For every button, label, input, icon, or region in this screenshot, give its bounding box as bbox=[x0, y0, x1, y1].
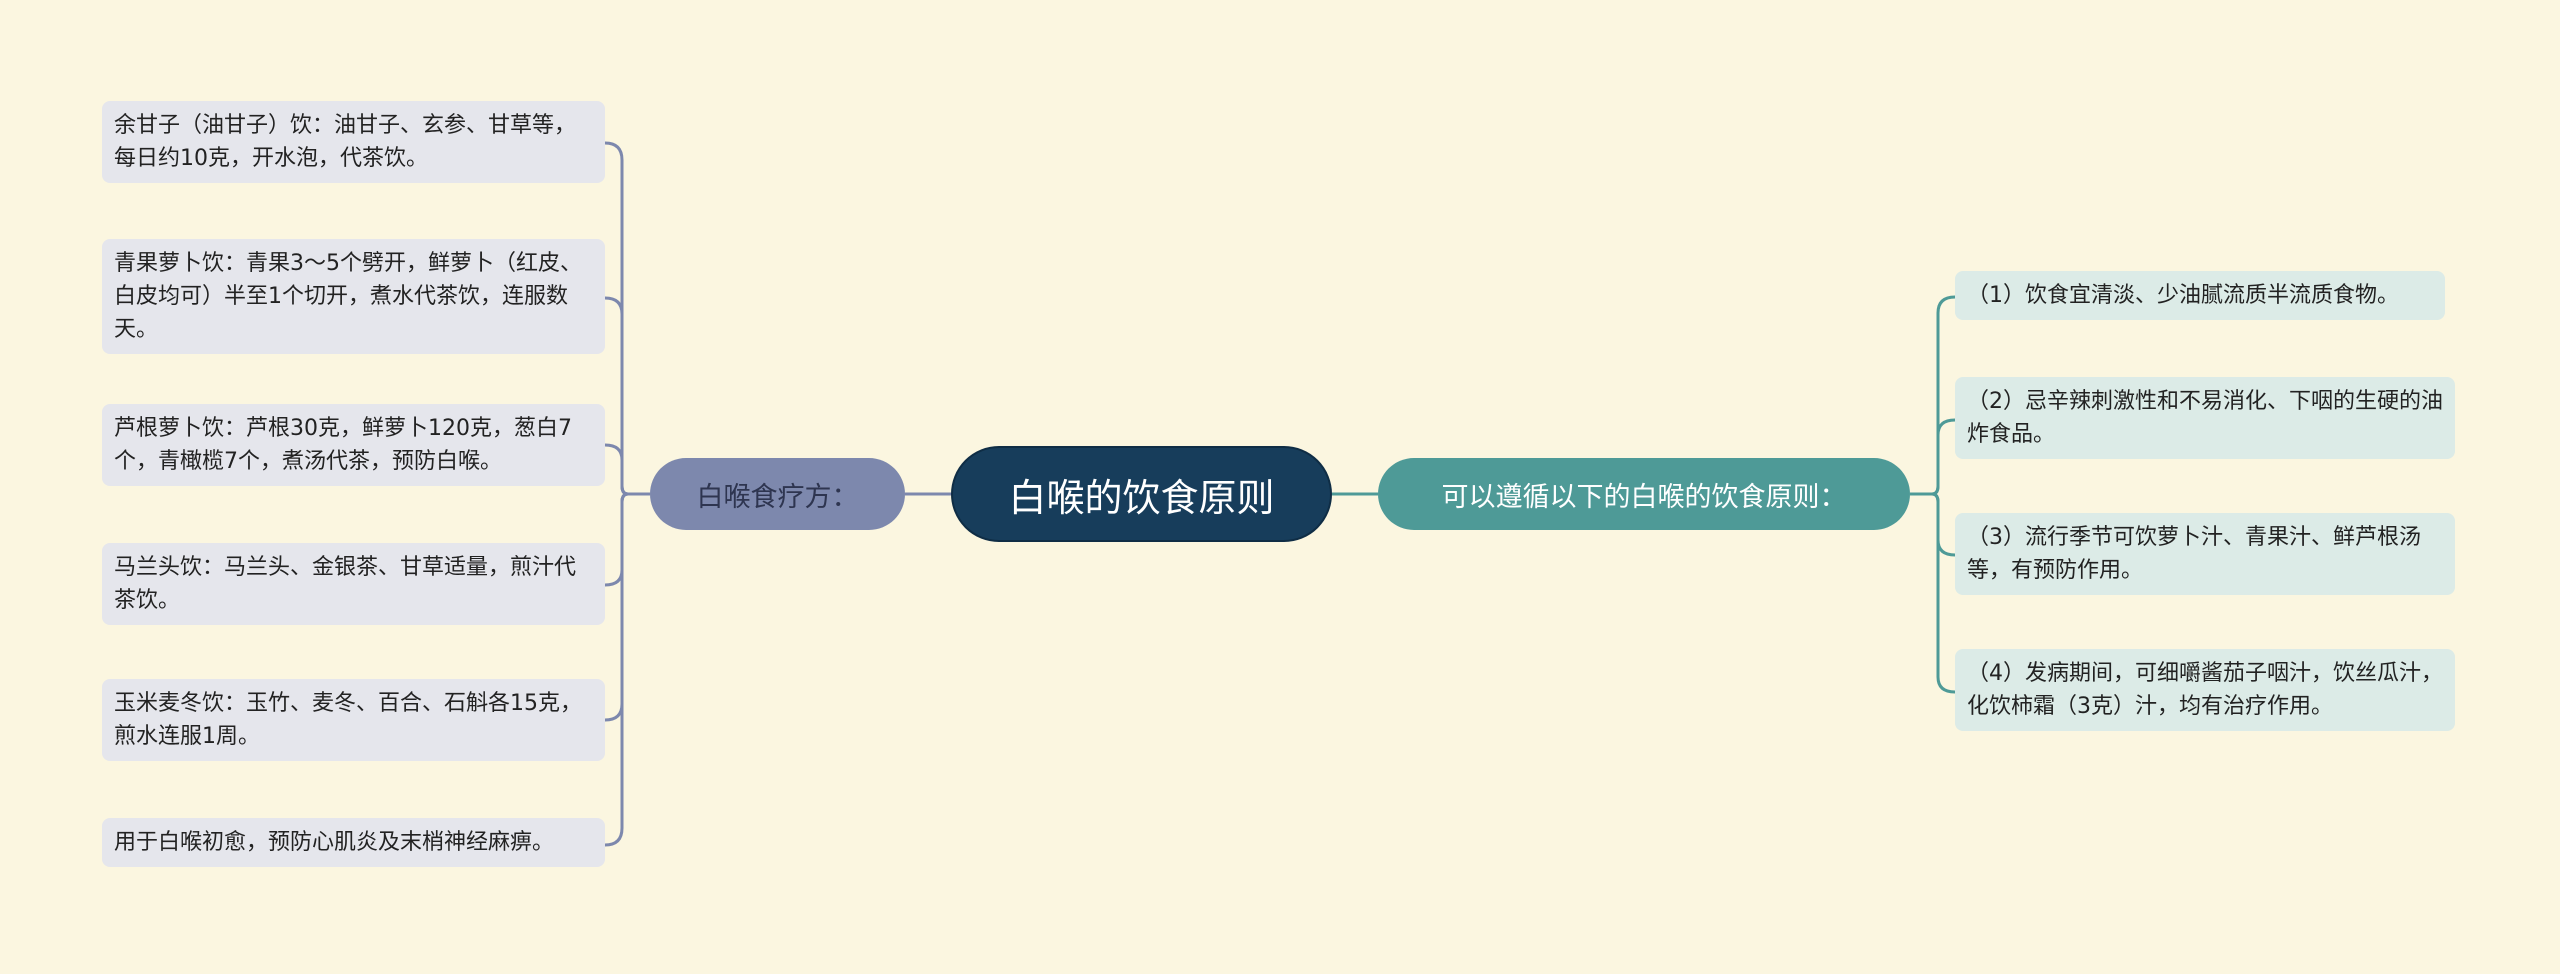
leaf-node[interactable]: 芦根萝卜饮：芦根30克，鲜萝卜120克，葱白7个，青橄榄7个，煮汤代茶，预防白喉… bbox=[102, 404, 605, 486]
root-node[interactable]: 白喉的饮食原则 bbox=[951, 446, 1332, 542]
leaf-node[interactable]: （4）发病期间，可细嚼酱茄子咽汁，饮丝瓜汁，化饮柿霜（3克）汁，均有治疗作用。 bbox=[1955, 649, 2455, 731]
leaf-node[interactable]: （2）忌辛辣刺激性和不易消化、下咽的生硬的油炸食品。 bbox=[1955, 377, 2455, 459]
leaf-text: 余甘子（油甘子）饮：油甘子、玄参、甘草等，每日约10克，开水泡，代茶饮。 bbox=[114, 113, 577, 171]
edge-left-leaf-4 bbox=[604, 492, 650, 587]
leaf-text: 玉米麦冬饮：玉竹、麦冬、百合、石斛各15克，煎水连服1周。 bbox=[114, 691, 582, 749]
edge-left-leaf-2 bbox=[604, 296, 650, 496]
leaf-text: 用于白喉初愈，预防心肌炎及末梢神经麻痹。 bbox=[114, 830, 555, 855]
edge-right-leaf-2 bbox=[1910, 418, 1956, 496]
edge-left-leaf-1 bbox=[604, 141, 650, 496]
branch-node-diet-remedies[interactable]: 白喉食疗方： bbox=[650, 458, 905, 530]
leaf-text: （2）忌辛辣刺激性和不易消化、下咽的生硬的油炸食品。 bbox=[1967, 389, 2443, 447]
leaf-text: 马兰头饮：马兰头、金银茶、甘草适量，煎汁代茶饮。 bbox=[114, 555, 577, 613]
leaf-node[interactable]: 玉米麦冬饮：玉竹、麦冬、百合、石斛各15克，煎水连服1周。 bbox=[102, 679, 605, 761]
leaf-text: （3）流行季节可饮萝卜汁、青果汁、鲜芦根汤等，有预防作用。 bbox=[1967, 525, 2421, 583]
branch-label: 可以遵循以下的白喉的饮食原则： bbox=[1441, 481, 1847, 513]
leaf-text: （1）饮食宜清淡、少油腻流质半流质食物。 bbox=[1967, 283, 2399, 308]
branch-label: 白喉食疗方： bbox=[696, 481, 859, 513]
leaf-node[interactable]: （1）饮食宜清淡、少油腻流质半流质食物。 bbox=[1955, 271, 2445, 320]
leaf-text: 青果萝卜饮：青果3～5个劈开，鲜萝卜（红皮、白皮均可）半至1个切开，煮水代茶饮，… bbox=[114, 251, 582, 342]
leaf-node[interactable]: 余甘子（油甘子）饮：油甘子、玄参、甘草等，每日约10克，开水泡，代茶饮。 bbox=[102, 101, 605, 183]
edge-right-leaf-1 bbox=[1910, 295, 1956, 496]
leaf-node[interactable]: 用于白喉初愈，预防心肌炎及末梢神经麻痹。 bbox=[102, 818, 605, 867]
edge-right-leaf-3 bbox=[1910, 492, 1956, 557]
leaf-text: （4）发病期间，可细嚼酱茄子咽汁，饮丝瓜汁，化饮柿霜（3克）汁，均有治疗作用。 bbox=[1967, 661, 2443, 719]
leaf-node[interactable]: 马兰头饮：马兰头、金银茶、甘草适量，煎汁代茶饮。 bbox=[102, 543, 605, 625]
leaf-node[interactable]: （3）流行季节可饮萝卜汁、青果汁、鲜芦根汤等，有预防作用。 bbox=[1955, 513, 2455, 595]
leaf-text: 芦根萝卜饮：芦根30克，鲜萝卜120克，葱白7个，青橄榄7个，煮汤代茶，预防白喉… bbox=[114, 416, 572, 474]
leaf-node[interactable]: 青果萝卜饮：青果3～5个劈开，鲜萝卜（红皮、白皮均可）半至1个切开，煮水代茶饮，… bbox=[102, 239, 605, 354]
edge-left-leaf-6 bbox=[604, 492, 650, 847]
root-label: 白喉的饮食原则 bbox=[1008, 475, 1275, 520]
edge-left-leaf-5 bbox=[604, 492, 650, 722]
branch-node-diet-principles[interactable]: 可以遵循以下的白喉的饮食原则： bbox=[1378, 458, 1910, 530]
edge-left-leaf-3 bbox=[604, 443, 650, 496]
edge-right-leaf-4 bbox=[1910, 492, 1956, 694]
